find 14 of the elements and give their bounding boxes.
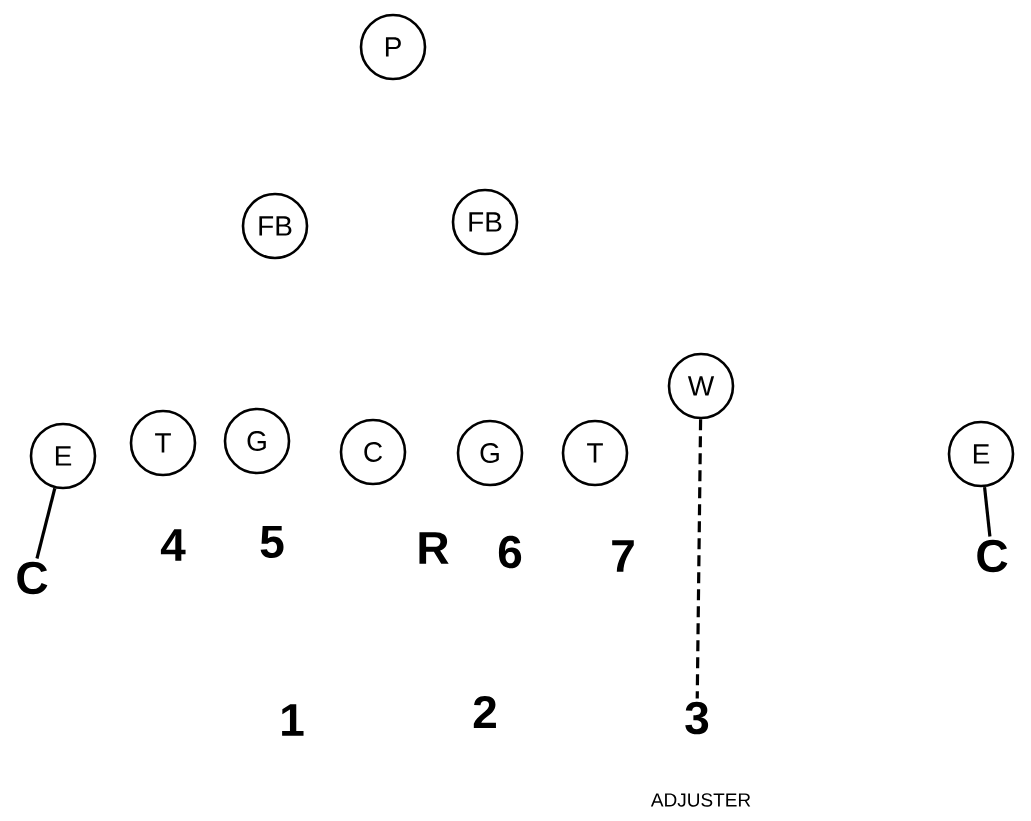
caption-text: ADJUSTER [650,793,751,807]
hole-number: 4 [160,529,186,561]
hole-number: 7 [612,540,634,572]
hole-number: 2 [473,695,496,729]
line [983,486,992,537]
hole-number: 1 [282,704,304,736]
hole-number: 5 [260,525,284,559]
line [35,487,57,559]
hole-number: 6 [498,535,522,569]
bold-letter: C [977,539,1008,573]
bold-letter: C [17,561,48,595]
dashed-line [695,419,703,699]
hole-number: R [419,532,449,564]
bold-letter: 3 [685,701,709,735]
